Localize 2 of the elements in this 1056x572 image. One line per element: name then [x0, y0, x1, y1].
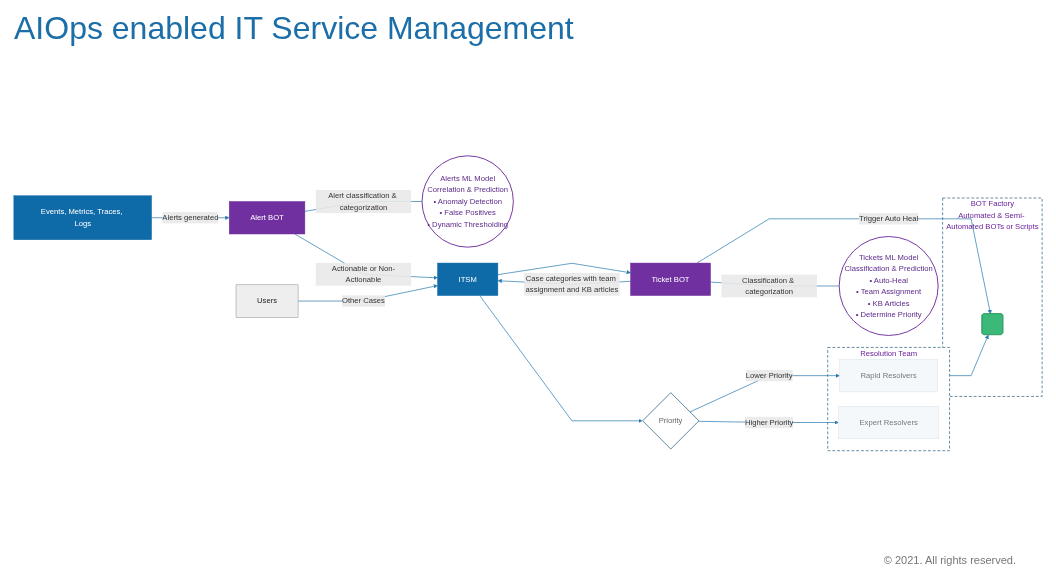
diagram-title: AIOps enabled IT Service Management — [14, 10, 574, 47]
copyright-note: © 2021. All rights reserved. — [883, 554, 1016, 566]
